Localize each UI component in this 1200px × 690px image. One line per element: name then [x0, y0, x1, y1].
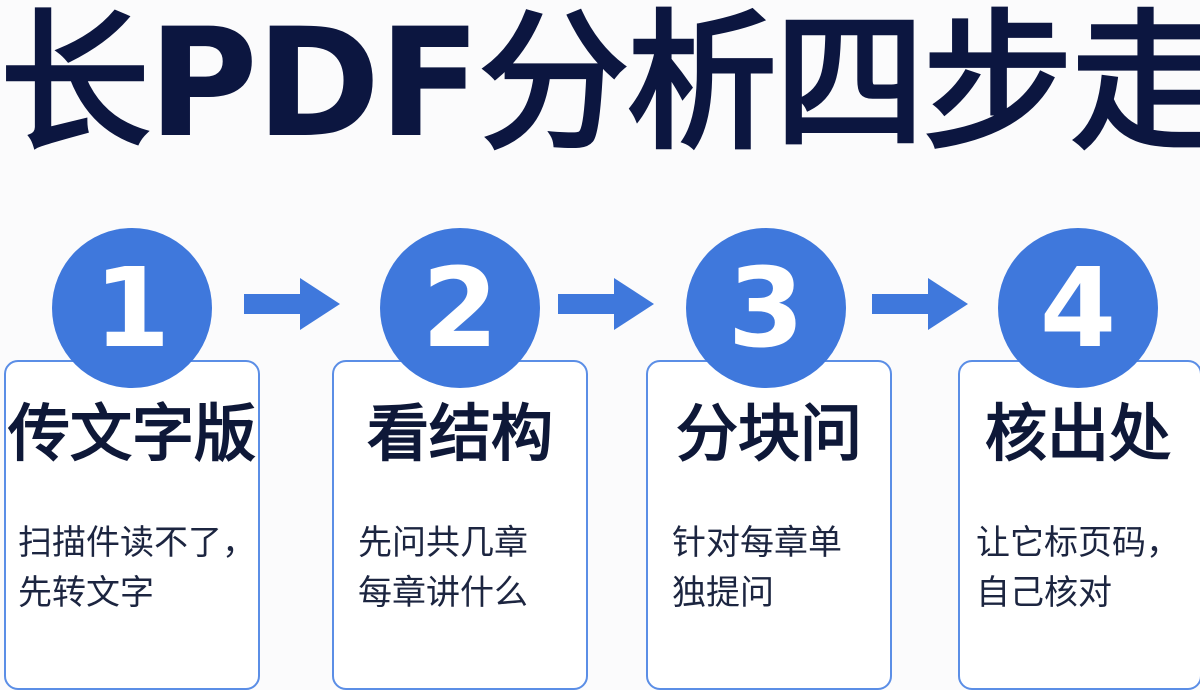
step-1: 1 传文字版 扫描件读不了， 先转文字: [2, 228, 262, 690]
step-1-number-badge: 1: [52, 228, 212, 388]
step-1-desc-line-1: 扫描件读不了，: [18, 523, 256, 563]
step-2-description: 先问共几章 每章讲什么: [358, 518, 594, 618]
step-4-desc-line-1: 让它标页码，: [976, 523, 1180, 563]
step-4-title: 核出处: [984, 397, 1171, 470]
step-1-title: 传文字版: [7, 397, 256, 470]
step-3-number-badge: 3: [686, 228, 846, 388]
arrow-right-icon: [872, 278, 968, 330]
step-4: 4 核出处 让它标页码， 自己核对: [956, 228, 1200, 690]
step-2: 2 看结构 先问共几章 每章讲什么: [330, 228, 590, 690]
step-4-description: 让它标页码， 自己核对: [976, 518, 1196, 618]
step-3-desc-line-2: 独提问: [672, 573, 774, 613]
step-4-card: [958, 360, 1200, 690]
step-4-number-badge: 4: [998, 228, 1158, 388]
page-title: 长PDF分析四步走: [0, 0, 1200, 171]
step-1-card: [4, 360, 260, 690]
arrow-right-icon: [558, 278, 654, 330]
step-3-description: 针对每章单 独提问: [672, 518, 908, 618]
step-1-desc-line-2: 先转文字: [18, 573, 154, 613]
step-2-title: 看结构: [366, 397, 553, 470]
step-2-desc-line-1: 先问共几章: [358, 523, 528, 563]
step-3-title: 分块问: [675, 397, 862, 470]
step-3-desc-line-1: 针对每章单: [672, 523, 842, 563]
step-4-desc-line-2: 自己核对: [976, 573, 1112, 613]
step-2-number-badge: 2: [380, 228, 540, 388]
step-2-desc-line-2: 每章讲什么: [358, 573, 528, 613]
step-1-description: 扫描件读不了， 先转文字: [18, 518, 256, 618]
step-3: 3 分块问 针对每章单 独提问: [644, 228, 904, 690]
arrow-right-icon: [244, 278, 340, 330]
step-2-card: [332, 360, 588, 690]
